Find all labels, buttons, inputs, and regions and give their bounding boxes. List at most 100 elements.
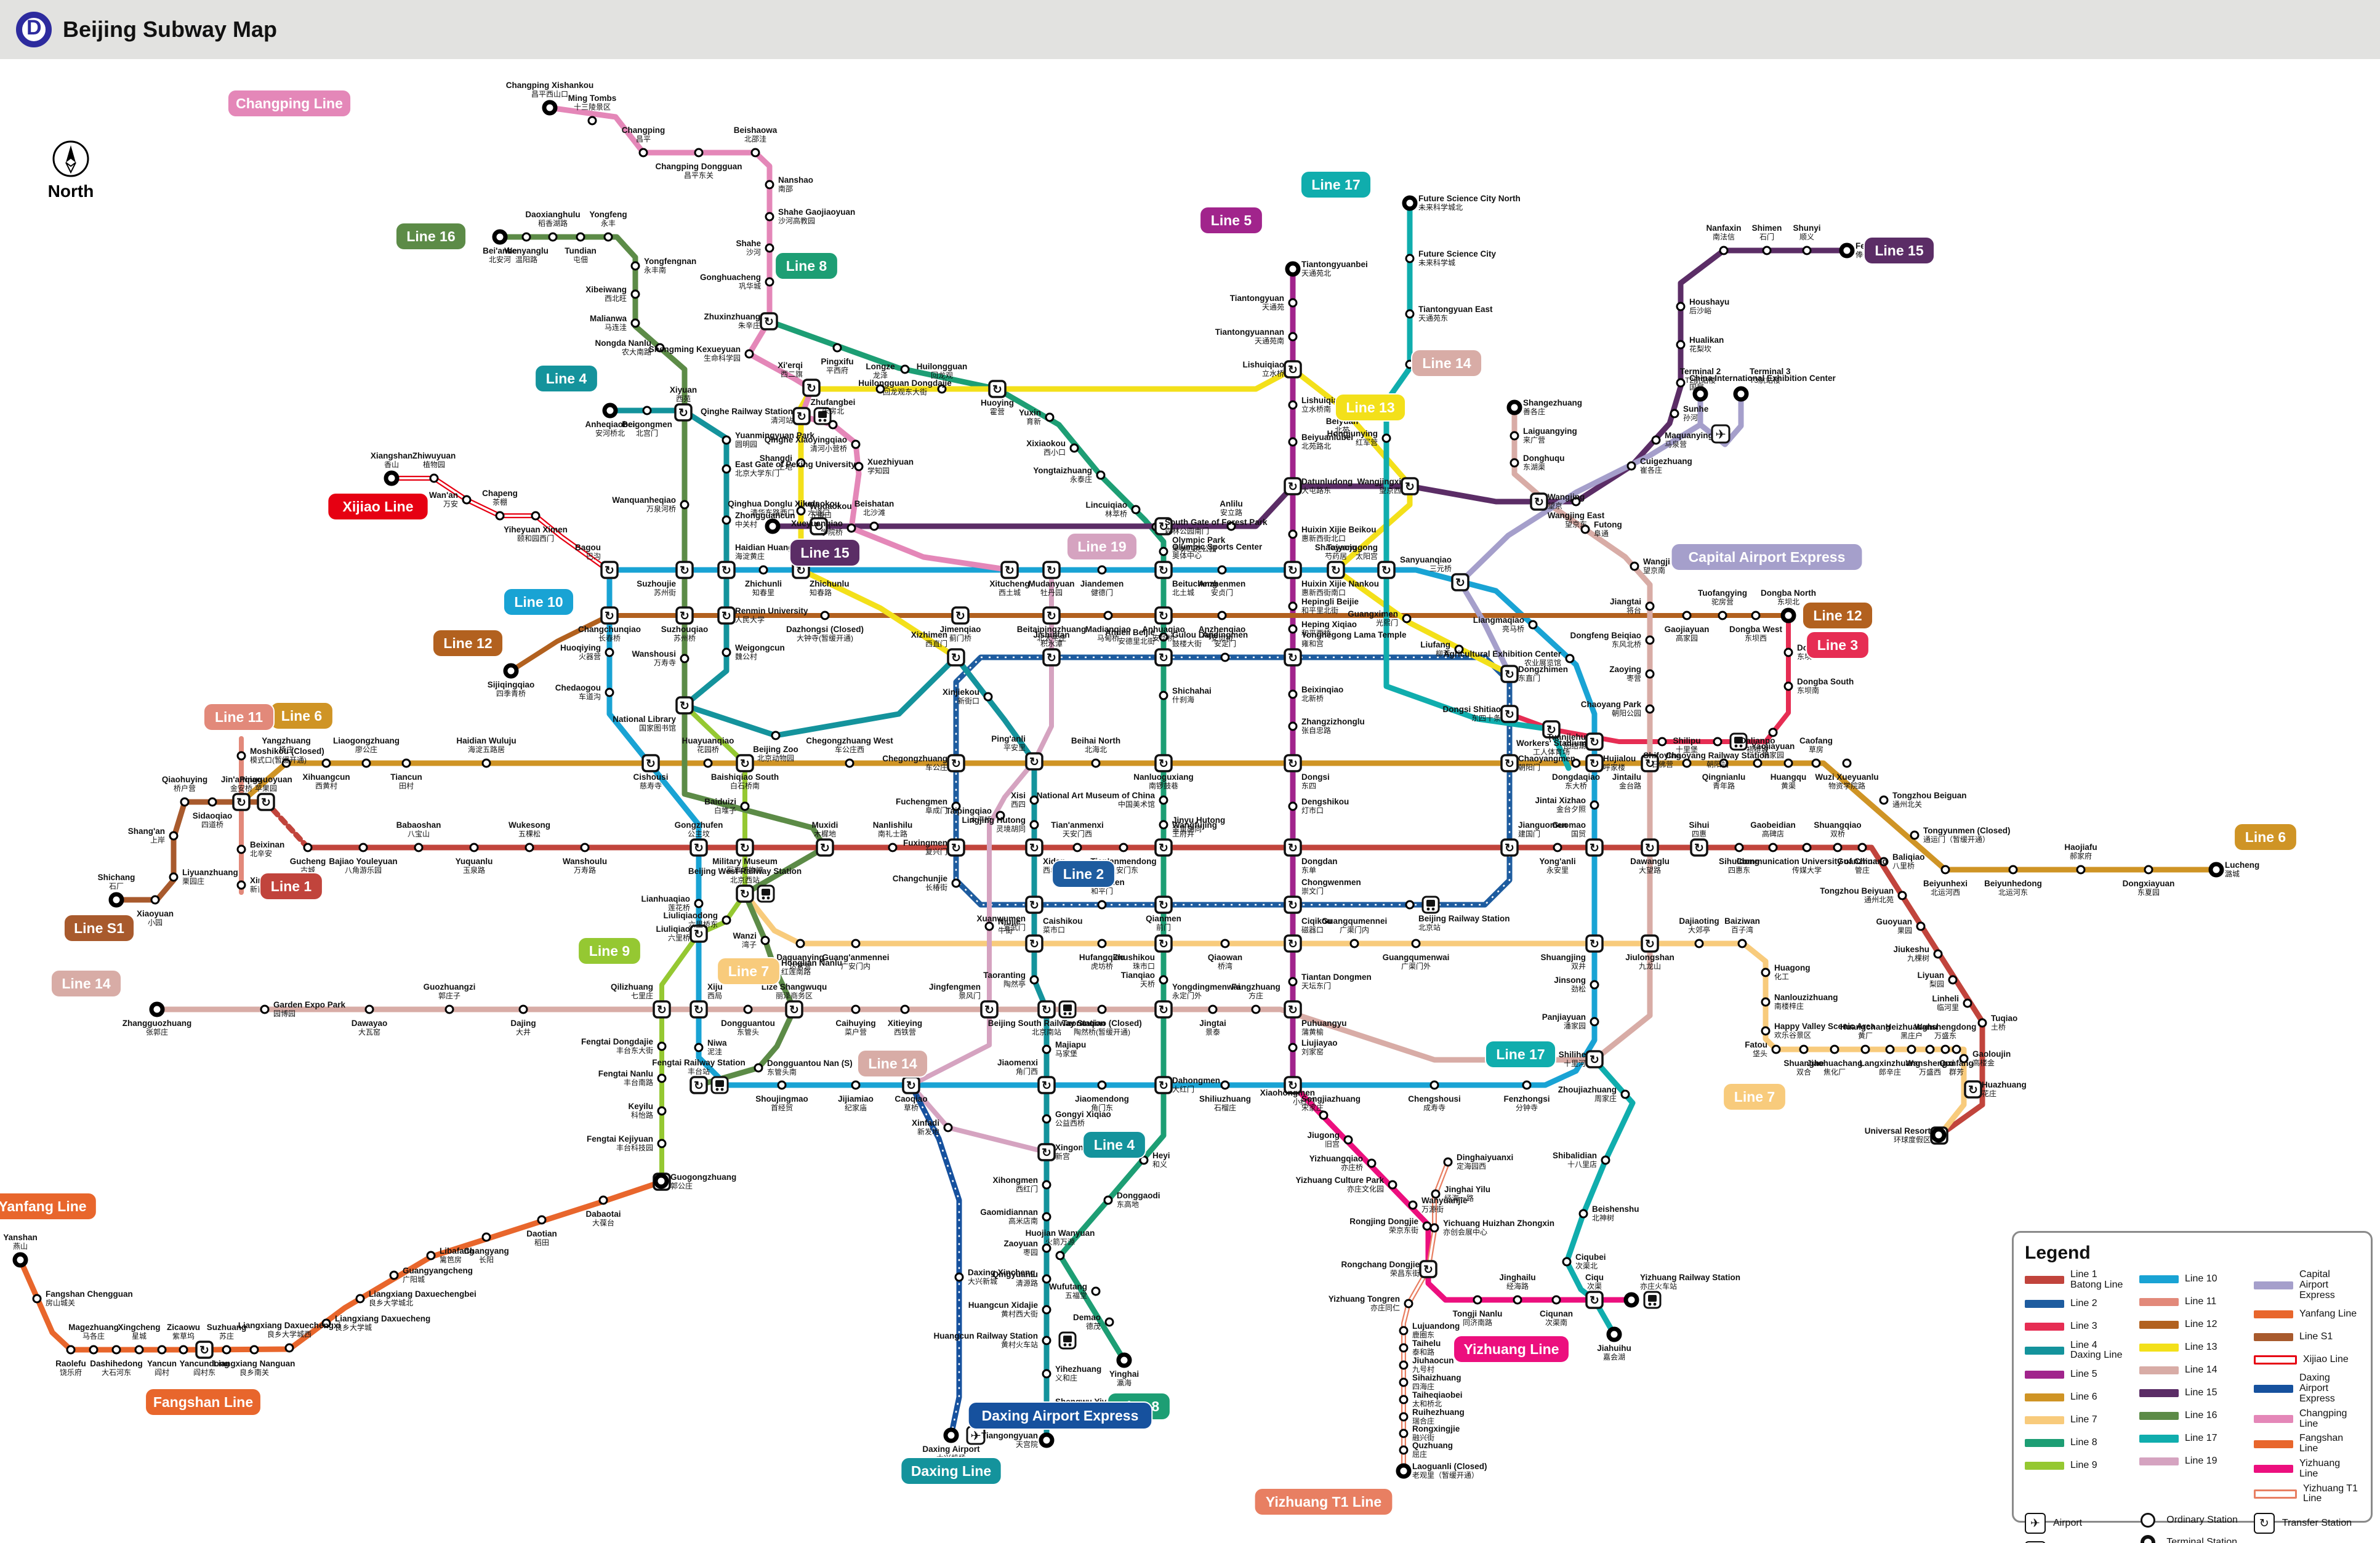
ordinary-station-marker (281, 758, 291, 768)
compass-needle (66, 145, 76, 162)
station-name-zh: 奥林匹克公园 (1172, 545, 1216, 553)
station-name-en: Wanshengxi (1905, 1059, 1954, 1068)
railway-glyph (715, 1080, 724, 1087)
transfer-glyph: ↻ (646, 758, 656, 771)
station-name-zh: 北安河 (489, 255, 511, 264)
station-name-zh: 植物园 (423, 460, 445, 469)
station-name-en: Beiyunhedong (1984, 879, 2042, 888)
station-name-zh: 八角游乐园 (345, 866, 382, 875)
ordinary-station-marker (1860, 1044, 1870, 1054)
station-name-en: Dengshikou (1301, 797, 1349, 806)
ordinary-station-marker (1399, 1343, 1409, 1353)
station-name-zh: 次渠 (1587, 1282, 1602, 1291)
ordinary-station-marker (1977, 1018, 1987, 1028)
station-name-zh: 北京大学东门 (735, 468, 779, 478)
legend-item: Line 17 (2139, 1429, 2245, 1448)
line-badge (203, 703, 275, 731)
legend-line-swatch (2139, 1366, 2179, 1374)
station-name-zh: 西苑 (676, 395, 691, 403)
ordinary-station-marker (361, 758, 371, 768)
station-name-zh: 通运门（暂缓开通） (1923, 835, 1990, 844)
legend-line-label: Line 17 (2185, 1432, 2217, 1443)
ordinary-station-marker (1042, 1243, 1051, 1253)
transfer-glyph: ↻ (1042, 1147, 1051, 1160)
station-name-en: Dongba West (1729, 625, 1783, 634)
legend-line-label: Line 14 (2185, 1364, 2217, 1375)
ordinary-station-marker (1042, 1336, 1051, 1345)
station-name-zh: 次渠北 (1575, 1262, 1598, 1270)
line-badge-label: Line 6 (281, 708, 322, 724)
station-name-zh: 积水潭 (1040, 639, 1063, 648)
station-name-zh: 双合 (1796, 1067, 1811, 1076)
station-name-en: Heping Xiqiao (1301, 620, 1357, 629)
line-badge (1723, 1083, 1787, 1111)
legend-line-label: Line 3 (2070, 1321, 2097, 1332)
station-name-zh: 国家图书馆 (639, 723, 676, 732)
station-name-en: Jiugong (1308, 1131, 1340, 1140)
ordinary-station-marker (495, 511, 505, 521)
station-name-en: Wanshoulu (563, 857, 607, 866)
transfer-station-icon (1585, 838, 1604, 857)
station-name-zh: 北运河东 (1998, 888, 2028, 897)
station-name-zh: 木樨地 (814, 830, 836, 838)
station-name-en: Qiaowan (1208, 953, 1242, 962)
station-name-en: Xingong (1055, 1143, 1088, 1152)
station-name-zh: 清源路 (1016, 1278, 1038, 1288)
ordinary-station-marker (744, 349, 754, 359)
station-name-en: Gonghuacheng (700, 273, 761, 282)
line-badge-label: Line 14 (868, 1056, 917, 1072)
station-name-zh: 万寿路 (574, 865, 596, 875)
ordinary-station-marker (1578, 1209, 1588, 1219)
station-name-en: Dongzhimen (1518, 665, 1568, 674)
station-name-en: Wangjing (1548, 492, 1585, 502)
station-name-en: Shilipu (1673, 736, 1701, 745)
ordinary-station-marker (1139, 1155, 1149, 1165)
station-name-zh: 东直门 (1518, 673, 1540, 683)
station-name-en: Beishatan (854, 499, 895, 508)
station-name-en: Changchunjie (893, 874, 948, 883)
transfer-station-icon (1585, 1050, 1604, 1068)
station-name-en: Guangqumennei (1322, 916, 1388, 926)
station-name-en: Chegongzhuang (882, 754, 947, 763)
station-name-en: Majiapu (1055, 1040, 1086, 1049)
station-name-zh: 广安门内 (841, 961, 870, 971)
ordinary-station-marker (1097, 1080, 1107, 1090)
station-name-zh: 奥体中心 (1172, 551, 1202, 560)
legend-line-swatch (2025, 1370, 2064, 1379)
transfer-glyph: ↻ (1505, 708, 1514, 721)
station-name-en: Pingxifu (821, 357, 853, 366)
line-badge (1051, 860, 1116, 888)
station-name-zh: 五福堂 (1065, 1291, 1087, 1300)
legend-item: Line 16 (2139, 1406, 2245, 1425)
transfer-glyph: ↻ (814, 521, 824, 534)
station-name-zh: 大钟寺(暂缓开通) (797, 633, 853, 643)
station-name-zh: 东管头南 (767, 1067, 797, 1076)
station-name-zh: 七里庄 (631, 991, 653, 1000)
station-name-zh: 老观里（暂缓开通） (1412, 1471, 1479, 1480)
ordinary-station-marker (1411, 939, 1421, 948)
station-name-zh: 西北旺 (605, 294, 627, 303)
station-name-en: Caofang (1799, 736, 1833, 745)
station-name-zh: 大郊亭 (1688, 925, 1710, 934)
station-name-en: Wanshengdong (1915, 1022, 1977, 1032)
terminal-station-marker (1692, 386, 1708, 402)
station-name-en: Guangximen (1348, 609, 1398, 619)
metro-line (1457, 394, 1703, 677)
ordinary-station-marker (364, 1004, 374, 1014)
legend-line-label: Line 8 (2070, 1437, 2097, 1448)
line-badge (534, 364, 598, 393)
transfer-station-icon (1451, 573, 1469, 591)
line-badge-label: Yizhuang T1 Line (1266, 1494, 1381, 1510)
ordinary-station-marker (1097, 565, 1107, 575)
station-name-zh: 大屯路东 (1301, 486, 1331, 495)
terminal-station-marker (653, 1173, 669, 1189)
ordinary-station-marker (760, 936, 770, 945)
station-name-zh: 园博园 (273, 1009, 295, 1018)
transfer-glyph: ↻ (764, 316, 774, 329)
ordinary-station-marker (321, 758, 331, 768)
station-name-zh: 通州北关 (1892, 800, 1922, 809)
transfer-station-icon (951, 606, 970, 625)
station-name-en: Jiuhaocun (1412, 1356, 1454, 1365)
station-name-en: Bei'anhe (483, 246, 517, 255)
